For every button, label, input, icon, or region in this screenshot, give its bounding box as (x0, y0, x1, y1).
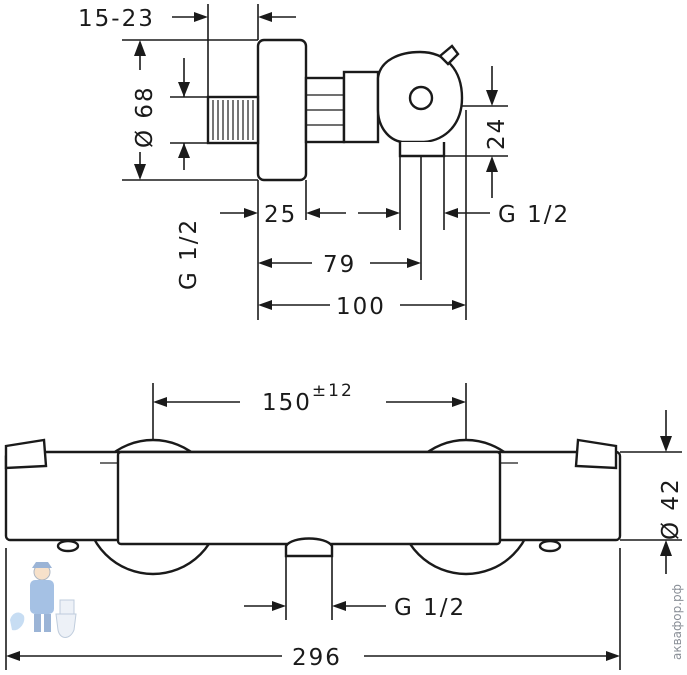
dim-depth-100-label: 100 (336, 294, 386, 320)
head-hole (408, 85, 434, 111)
front-view: 150±12 Ø 42 G 1/2 296 (4, 381, 684, 671)
valve-body (342, 70, 380, 144)
central-housing (116, 450, 502, 546)
dim-centers-label: 150±12 (262, 381, 354, 416)
thread-lines (212, 100, 254, 140)
dim-height-24-label: 24 (484, 117, 510, 150)
outlet-spout (398, 142, 446, 158)
dim-centers-tolerance: ±12 (312, 381, 354, 401)
dim-offset-label: 15-23 (78, 6, 155, 32)
dim-centers-value: 150 (262, 390, 312, 416)
dim-thread-bottom-label: G 1/2 (394, 595, 466, 621)
dim-thread-right-label: G 1/2 (498, 202, 570, 228)
right-handle-cap (574, 438, 618, 470)
wall-flange (256, 38, 308, 182)
left-handle-cap (4, 438, 48, 470)
plumber-mascot-logo (10, 562, 77, 638)
watermark-text: аквафор.рф (670, 584, 684, 660)
dim-total-width-label: 296 (292, 645, 342, 671)
dim-depth-79-label: 79 (323, 252, 356, 278)
bottom-outlet (284, 537, 334, 558)
dim-thread-left-label: G 1/2 (176, 218, 202, 290)
dim-depth-25-label: 25 (264, 202, 297, 228)
side-view: 15-23 Ø 68 G 1/2 25 (78, 4, 570, 320)
dim-body-diameter-label: Ø 42 (658, 477, 684, 540)
dim-flange-diameter-label: Ø 68 (132, 85, 158, 148)
